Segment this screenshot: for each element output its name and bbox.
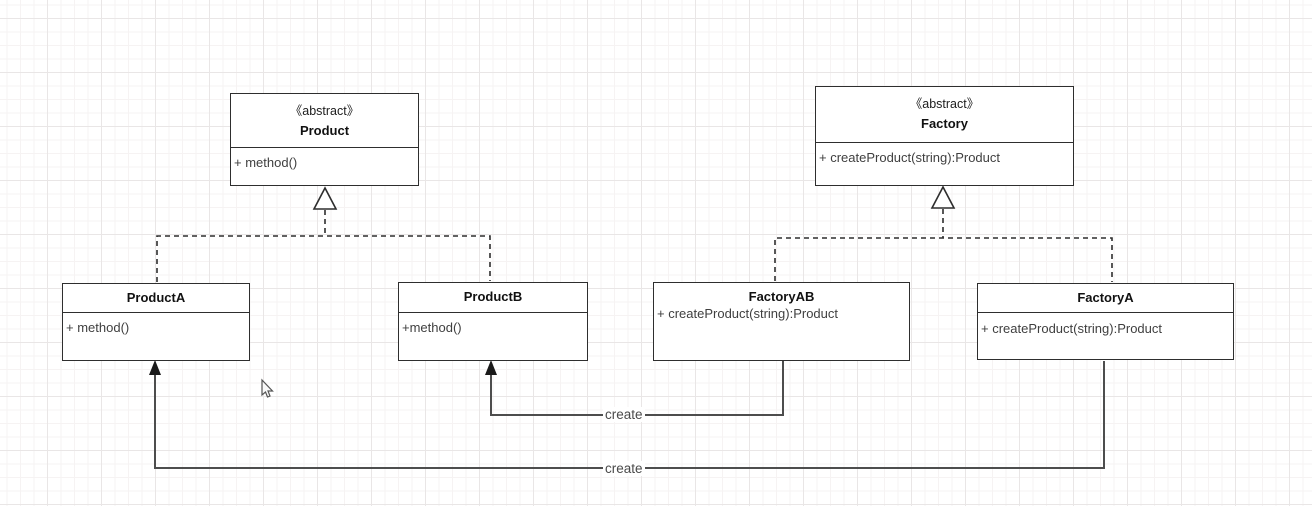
class-method: + method() (66, 320, 130, 335)
class-method: + method() (234, 155, 298, 170)
class-methods-section: + method() (231, 148, 418, 170)
class-header: FactoryAB (654, 283, 909, 305)
class-name: ProductB (463, 289, 523, 304)
class-methods-section: + createProduct(string):Product (978, 313, 1233, 336)
class-name: FactoryA (1077, 290, 1134, 305)
mouse-cursor-icon (261, 378, 274, 398)
generalization-line-product[interactable] (156, 210, 491, 282)
class-methods-section: + createProduct(string):Product (654, 305, 909, 321)
class-method: +method() (402, 320, 462, 335)
class-name: ProductA (126, 290, 186, 305)
hollow-triangle-arrow-icon (312, 186, 338, 210)
class-header: 《abstract》 Factory (816, 87, 1073, 143)
hollow-triangle-arrow-icon (930, 185, 956, 209)
class-header: FactoryA (978, 284, 1233, 313)
generalization-edge-factory[interactable] (774, 185, 1113, 282)
generalization-edge-product[interactable] (156, 186, 491, 282)
class-header: 《abstract》 Product (231, 94, 418, 148)
create-edge-label[interactable]: create (603, 461, 645, 476)
class-method: + createProduct(string):Product (657, 306, 838, 321)
class-name: Product (299, 123, 350, 138)
solid-arrow-icon (485, 360, 497, 375)
class-methods-section: + createProduct(string):Product (816, 143, 1073, 165)
class-stereotype: 《abstract》 (289, 104, 360, 118)
create-edge-label[interactable]: create (603, 407, 645, 422)
class-box-producta[interactable]: ProductA + method() (62, 283, 250, 361)
class-stereotype: 《abstract》 (909, 97, 980, 111)
class-box-productb[interactable]: ProductB +method() (398, 282, 588, 361)
class-header: ProductA (63, 284, 249, 313)
class-header: ProductB (399, 283, 587, 313)
class-box-factorya[interactable]: FactoryA + createProduct(string):Product (977, 283, 1234, 360)
class-name: Factory (921, 116, 968, 131)
class-name: FactoryAB (748, 289, 815, 304)
class-methods-section: +method() (399, 313, 587, 335)
class-box-factory[interactable]: 《abstract》 Factory + createProduct(strin… (815, 86, 1074, 186)
generalization-line-factory[interactable] (774, 209, 1113, 282)
solid-arrow-icon (149, 360, 161, 375)
class-methods-section: + method() (63, 313, 249, 335)
class-method: + createProduct(string):Product (981, 321, 1162, 336)
class-box-product[interactable]: 《abstract》 Product + method() (230, 93, 419, 186)
class-box-factoryab[interactable]: FactoryAB + createProduct(string):Produc… (653, 282, 910, 361)
class-method: + createProduct(string):Product (819, 150, 1000, 165)
